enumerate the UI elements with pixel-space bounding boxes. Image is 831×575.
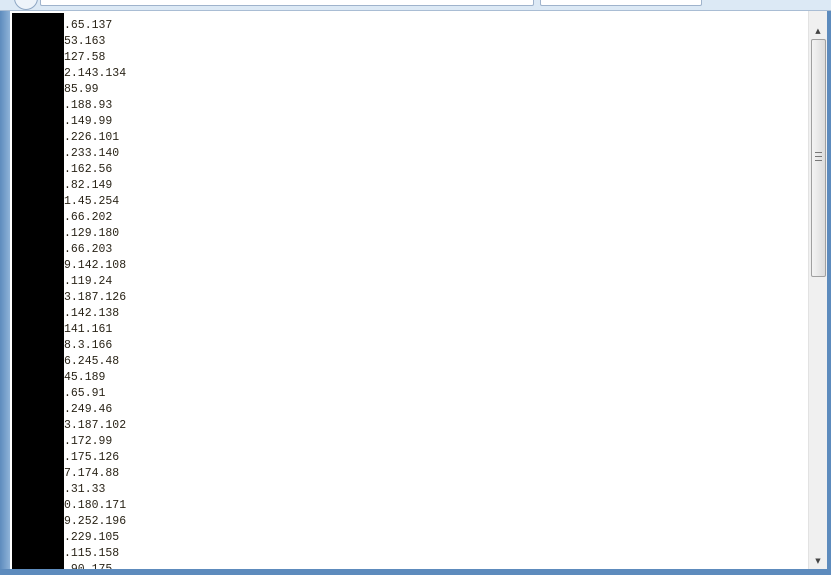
browser-toolbar (0, 0, 831, 11)
ip-line: .119.24 (64, 275, 113, 288)
scroll-up-arrow-icon[interactable]: ▲ (815, 27, 821, 35)
ip-line: .233.140 (64, 147, 120, 160)
scrollbar-thumb[interactable] (811, 39, 826, 277)
ip-line: .31.33 (64, 483, 106, 496)
vertical-scrollbar[interactable]: ▲ ▼ (808, 11, 827, 569)
ip-line: .188.93 (64, 99, 113, 112)
ip-line: 45.189 (64, 371, 106, 384)
ip-line: 8.3.166 (64, 339, 113, 352)
window-frame-left (0, 11, 10, 575)
ip-line: 6.245.48 (64, 355, 120, 368)
ip-line: 85.99 (64, 83, 99, 96)
ip-line: .172.99 (64, 435, 113, 448)
ip-line: 9.142.108 (64, 259, 127, 272)
ip-line: 1.45.254 (64, 195, 120, 208)
redaction-box (12, 13, 64, 569)
ip-line: 3.187.102 (64, 419, 127, 432)
ip-line: 7.174.88 (64, 467, 120, 480)
page-content: .65.137 53.163 127.58 2.143.134 85.99 .188.93… (10, 11, 808, 569)
ip-line: .249.46 (64, 403, 113, 416)
address-bar[interactable] (40, 0, 534, 6)
search-box[interactable] (540, 0, 702, 6)
ip-line: .66.203 (64, 243, 113, 256)
window-frame-right (826, 11, 831, 575)
ip-line: .149.99 (64, 115, 113, 128)
ip-line: 0.180.171 (64, 499, 127, 512)
ip-line: .162.56 (64, 163, 113, 176)
back-button[interactable] (14, 0, 38, 10)
ip-line: .66.202 (64, 211, 113, 224)
window-frame-bottom (0, 569, 831, 575)
scroll-down-arrow-icon[interactable]: ▼ (815, 557, 821, 565)
ip-line: 2.143.134 (64, 67, 127, 80)
ip-line: 141.161 (64, 323, 113, 336)
ip-address-list: .65.137 53.163 127.58 2.143.134 85.99 .188.93… (64, 18, 126, 569)
ip-line: .175.126 (64, 451, 120, 464)
ip-line: 127.58 (64, 51, 106, 64)
ip-line: 53.163 (64, 35, 106, 48)
ip-line: .115.158 (64, 547, 120, 560)
ip-line: .129.180 (64, 227, 120, 240)
ip-line: .65.91 (64, 387, 106, 400)
ip-line: .226.101 (64, 131, 120, 144)
grip-icon (815, 152, 822, 161)
ip-line: .82.149 (64, 179, 113, 192)
ip-line: .142.138 (64, 307, 120, 320)
ip-line: .65.137 (64, 19, 113, 32)
ip-line: .229.105 (64, 531, 120, 544)
ip-line: 3.187.126 (64, 291, 127, 304)
ip-line: .90.175 (64, 562, 126, 569)
ip-line: 9.252.196 (64, 515, 127, 528)
